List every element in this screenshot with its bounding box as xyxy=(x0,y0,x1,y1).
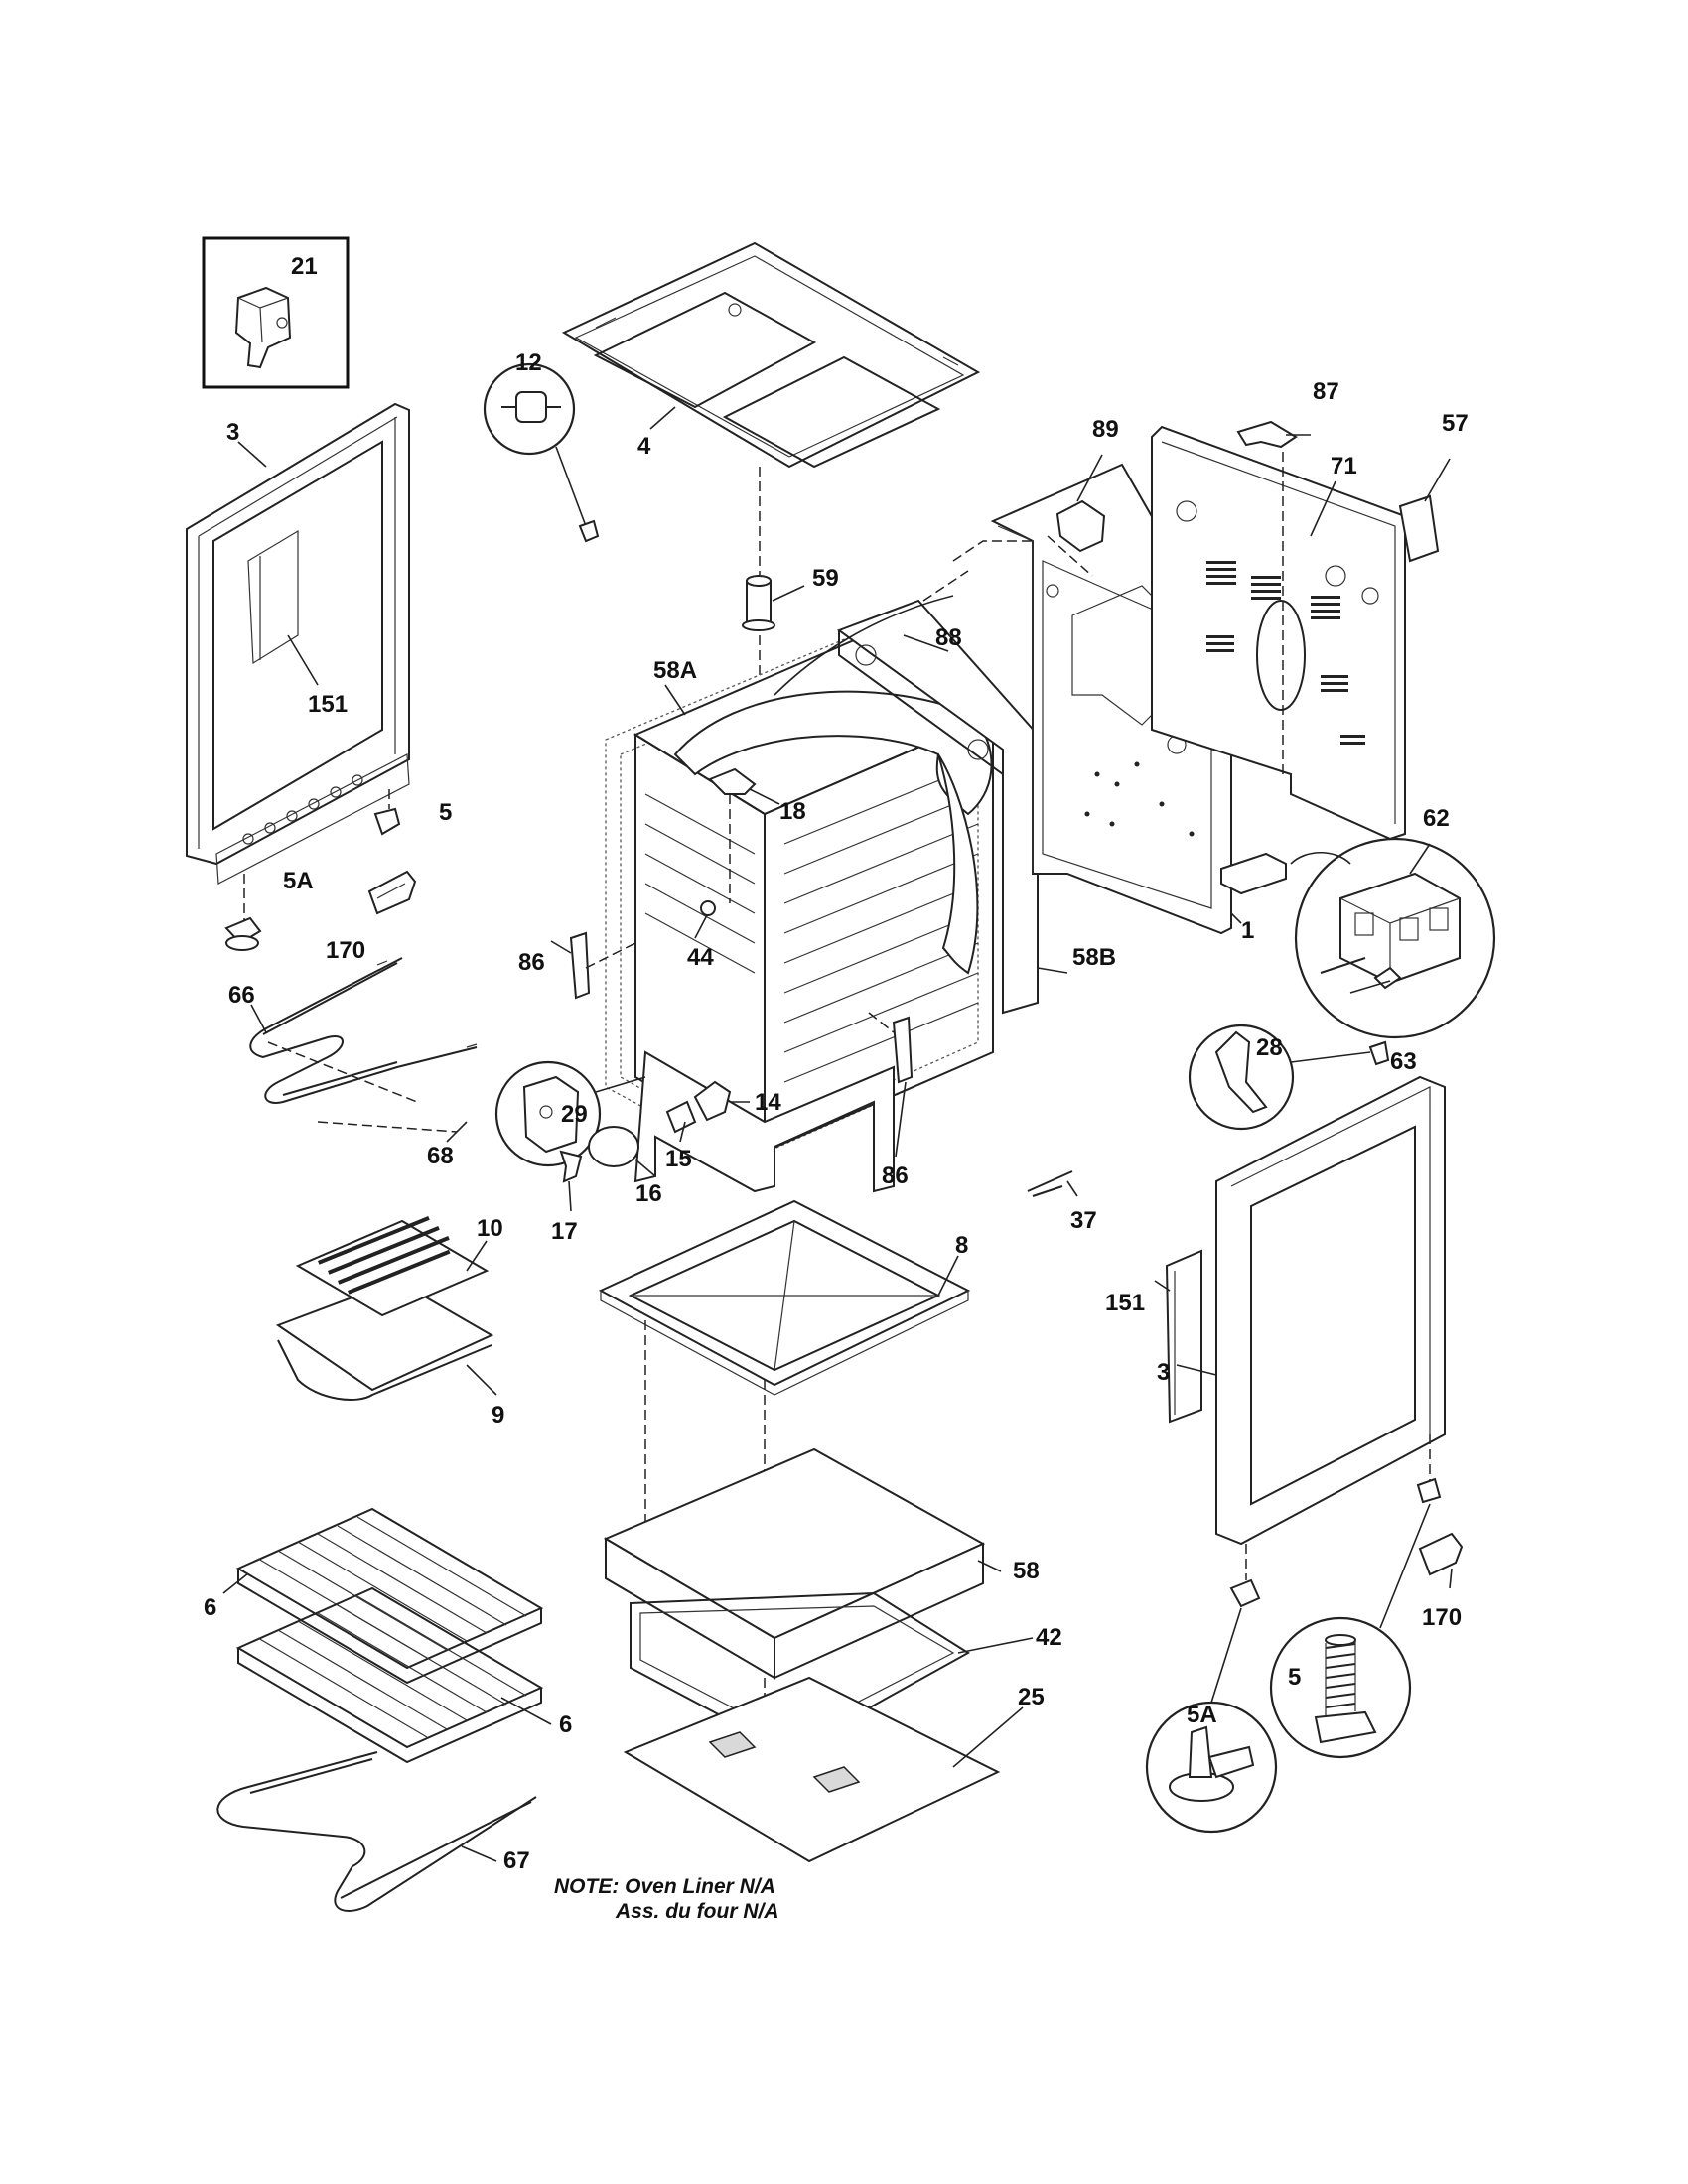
label-58: 58 xyxy=(1013,1558,1040,1584)
light-assembly xyxy=(559,1080,732,1183)
label-71: 71 xyxy=(1331,453,1357,479)
left-side-panel xyxy=(186,402,410,885)
part-59 xyxy=(742,575,775,631)
label-151-right: 151 xyxy=(1105,1290,1145,1316)
label-58B: 58B xyxy=(1072,944,1116,971)
label-170-left: 170 xyxy=(326,937,365,964)
label-62: 62 xyxy=(1423,805,1450,832)
label-17: 17 xyxy=(551,1218,578,1245)
oven-racks xyxy=(235,1507,544,1764)
note-line-1: NOTE: Oven Liner N/A xyxy=(554,1875,775,1898)
label-16: 16 xyxy=(635,1180,662,1207)
label-6-upper: 6 xyxy=(204,1594,216,1621)
label-18: 18 xyxy=(779,798,806,825)
oven-cavity xyxy=(605,634,996,1193)
part-58B xyxy=(836,599,1039,1015)
label-63: 63 xyxy=(1390,1048,1417,1075)
label-3-right: 3 xyxy=(1157,1359,1170,1386)
label-8: 8 xyxy=(955,1232,968,1259)
label-42: 42 xyxy=(1036,1624,1062,1651)
label-5-left: 5 xyxy=(439,799,452,826)
part-86a xyxy=(569,931,591,1000)
part-44 xyxy=(700,900,716,916)
label-14: 14 xyxy=(755,1089,781,1116)
part-58-insulation xyxy=(603,1447,986,1680)
label-25: 25 xyxy=(1018,1684,1045,1710)
right-side-panel xyxy=(1165,1075,1464,1704)
label-151-left: 151 xyxy=(308,691,348,718)
part-57 xyxy=(1398,494,1440,563)
part-62-detail xyxy=(1220,837,1496,1039)
part-21-inset xyxy=(202,236,350,389)
label-86-left: 86 xyxy=(518,949,545,976)
oven-bottom-pan xyxy=(598,1199,971,1396)
label-170-right: 170 xyxy=(1422,1604,1462,1631)
label-15: 15 xyxy=(665,1146,692,1172)
label-86-right: 86 xyxy=(882,1162,909,1189)
label-87: 87 xyxy=(1313,378,1339,405)
label-67: 67 xyxy=(503,1847,530,1874)
part-25-bottom-panel xyxy=(623,1676,1001,1863)
label-5A-right: 5A xyxy=(1187,1702,1217,1728)
label-44: 44 xyxy=(687,944,714,971)
label-59: 59 xyxy=(812,565,839,592)
label-12: 12 xyxy=(515,349,542,376)
part-5A-detail xyxy=(1145,1701,1278,1834)
label-3-left: 3 xyxy=(226,419,239,446)
broil-pan xyxy=(275,1216,494,1401)
part-29-detail xyxy=(494,1060,646,1167)
label-57: 57 xyxy=(1442,410,1469,437)
label-5A-left: 5A xyxy=(283,868,314,894)
label-68: 68 xyxy=(427,1143,454,1169)
label-21: 21 xyxy=(291,253,318,280)
label-1: 1 xyxy=(1241,917,1254,944)
bake-element xyxy=(249,957,478,1133)
part-28-detail xyxy=(1188,1024,1390,1131)
label-5-right: 5 xyxy=(1288,1664,1301,1691)
label-4: 4 xyxy=(637,433,651,460)
part-12-detail xyxy=(483,362,600,543)
part-5-detail xyxy=(1269,1616,1412,1759)
part-89 xyxy=(1055,499,1106,553)
label-6-lower: 6 xyxy=(559,1711,572,1738)
part-42-frame xyxy=(630,1591,970,1754)
part-87 xyxy=(1236,420,1298,449)
part-37 xyxy=(1027,1170,1073,1197)
label-66: 66 xyxy=(228,982,255,1009)
label-29: 29 xyxy=(561,1101,588,1128)
label-89: 89 xyxy=(1092,416,1119,443)
label-10: 10 xyxy=(477,1215,503,1242)
label-28: 28 xyxy=(1256,1034,1283,1061)
label-37: 37 xyxy=(1070,1207,1097,1234)
note-line-2: Ass. du four N/A xyxy=(615,1900,779,1923)
left-leveler-parts xyxy=(224,789,417,951)
broil-element xyxy=(216,1751,537,1912)
label-9: 9 xyxy=(492,1402,504,1429)
top-panel xyxy=(561,241,981,469)
label-58A: 58A xyxy=(653,657,697,684)
label-88: 88 xyxy=(935,624,962,651)
part-86b xyxy=(892,1016,914,1084)
